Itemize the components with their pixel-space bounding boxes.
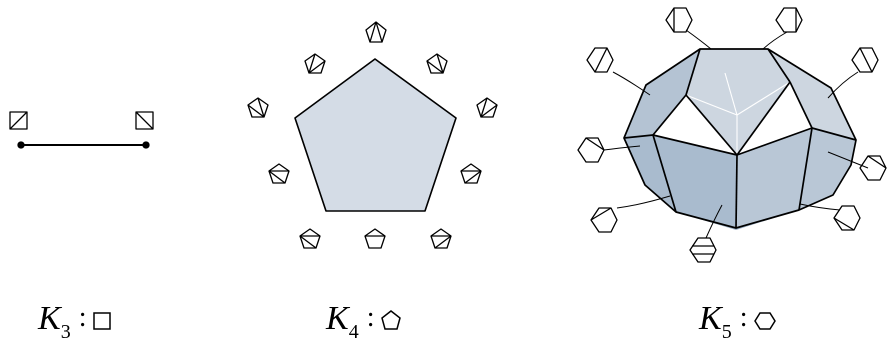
- k4-triangulation-icon: [304, 53, 326, 74]
- k4-triangulation-icon: [430, 228, 452, 249]
- k4-subscript: 4: [348, 321, 359, 343]
- k4-triangulation-icon: [247, 97, 269, 118]
- k4-triangulation-icon: [476, 97, 498, 118]
- k5-leader-lines: [603, 29, 869, 239]
- k4-label: K4:: [326, 300, 402, 343]
- k3-triangulation-icon-left: [9, 111, 28, 130]
- k5-letter: K: [699, 300, 722, 337]
- k3-colon: :: [78, 302, 87, 333]
- k4-triangulation-icon: [460, 163, 482, 184]
- k3-vertex-left: [17, 141, 25, 149]
- k4-triangulation-icon: [299, 228, 321, 249]
- k4-colon: :: [366, 302, 375, 333]
- k5-label: K5:: [699, 300, 777, 343]
- k5-colon: :: [739, 302, 748, 333]
- k4-triangulation-icon: [364, 228, 386, 249]
- k5-face-right: [736, 128, 856, 228]
- k5-triangulation-icon: [586, 47, 614, 73]
- k3-triangulation-icon-right: [135, 111, 154, 130]
- k4-associahedron: [247, 21, 498, 249]
- k5-triangulation-icon: [833, 205, 861, 231]
- k5-triangulation-icon: [590, 207, 618, 233]
- k5-edges: [623, 48, 857, 229]
- k5-associahedron: [577, 7, 887, 263]
- k5-face-top: [686, 49, 790, 155]
- k3-vertex-right: [142, 141, 150, 149]
- k4-pentagon-face: [294, 58, 457, 212]
- k4-triangulation-icon: [268, 163, 290, 184]
- k5-triangulation-icon: [859, 155, 887, 181]
- k3-associahedron: [9, 111, 154, 149]
- k5-face-left: [624, 135, 737, 228]
- k5-triangulation-icon: [665, 7, 693, 33]
- k5-hidden-edges: [685, 72, 791, 155]
- k4-triangulation-icon: [426, 53, 448, 74]
- k5-triangulation-icon: [775, 7, 803, 33]
- k3-label: K3:: [38, 300, 112, 343]
- k5-triangulation-icon: [689, 237, 717, 263]
- k5-triangulation-icon: [577, 137, 605, 163]
- k3-subscript: 3: [60, 321, 71, 343]
- k4-triangulation-icon: [365, 21, 387, 43]
- pentagon-icon: [381, 310, 402, 330]
- k5-subscript: 5: [721, 321, 732, 343]
- k4-letter: K: [326, 300, 349, 337]
- square-icon: [93, 312, 112, 330]
- k5-face-upper-right: [768, 49, 856, 140]
- k5-face-upper-left: [624, 49, 700, 138]
- k3-letter: K: [38, 300, 61, 337]
- k5-triangulation-icon: [851, 47, 879, 73]
- hexagon-icon: [754, 312, 777, 330]
